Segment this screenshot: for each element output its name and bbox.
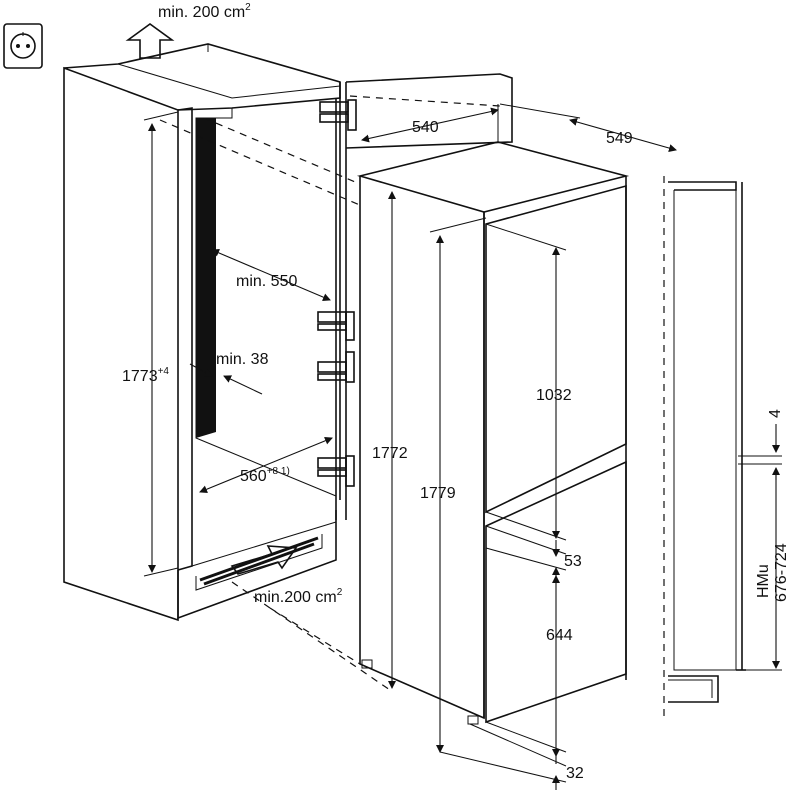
dim-door-644 bbox=[485, 575, 567, 757]
bottom-32-label: 32 bbox=[566, 765, 584, 782]
side-4-label: 4 bbox=[767, 409, 784, 418]
dim-depth-540 bbox=[361, 104, 499, 143]
depth-549-label: 549 bbox=[606, 130, 633, 147]
vent-top-label: min. 200 cm2 bbox=[158, 2, 251, 21]
min-550-label: min. 550 bbox=[236, 273, 297, 290]
hinge-mid-upper bbox=[317, 311, 355, 341]
min-38-label: min. 38 bbox=[216, 351, 269, 368]
height-1779-label: 1779 bbox=[420, 485, 456, 502]
side-section bbox=[663, 176, 746, 722]
cabinet-niche bbox=[63, 43, 341, 622]
niche-height-label: 1773+4 bbox=[122, 366, 169, 385]
niche-door bbox=[345, 73, 513, 520]
dim-depth-549 bbox=[499, 103, 677, 152]
dim-min-38 bbox=[189, 363, 263, 395]
dim-door-1032 bbox=[485, 223, 567, 541]
dim-bottom-32 bbox=[439, 723, 567, 790]
dim-min-550 bbox=[211, 249, 331, 301]
door-1032-label: 1032 bbox=[536, 387, 572, 404]
dim-gap-53 bbox=[485, 525, 567, 582]
hinge-mid-lower bbox=[317, 351, 355, 383]
hmu-title-label: HMu bbox=[755, 564, 772, 598]
gap-53-label: 53 bbox=[564, 553, 582, 570]
dim-width-560 bbox=[199, 436, 333, 494]
hinge-top bbox=[319, 99, 357, 131]
installation-guides bbox=[159, 95, 501, 691]
socket-icon bbox=[3, 23, 43, 69]
airflow-in-arrow-icon bbox=[230, 545, 298, 575]
dim-hmu bbox=[746, 470, 782, 671]
door-644-label: 644 bbox=[546, 627, 573, 644]
height-1772-label: 1772 bbox=[372, 445, 408, 462]
dim-side-4 bbox=[738, 424, 782, 480]
dim-height-1779 bbox=[429, 217, 487, 753]
depth-540-label: 540 bbox=[412, 119, 439, 136]
appliance-body bbox=[356, 141, 630, 725]
vent-bottom-label: min.200 cm2 bbox=[254, 587, 343, 606]
hmu-range-label: 676-724 bbox=[773, 543, 790, 602]
width-560-label: 560+8 1) bbox=[240, 466, 290, 485]
dim-niche-height bbox=[143, 111, 179, 577]
